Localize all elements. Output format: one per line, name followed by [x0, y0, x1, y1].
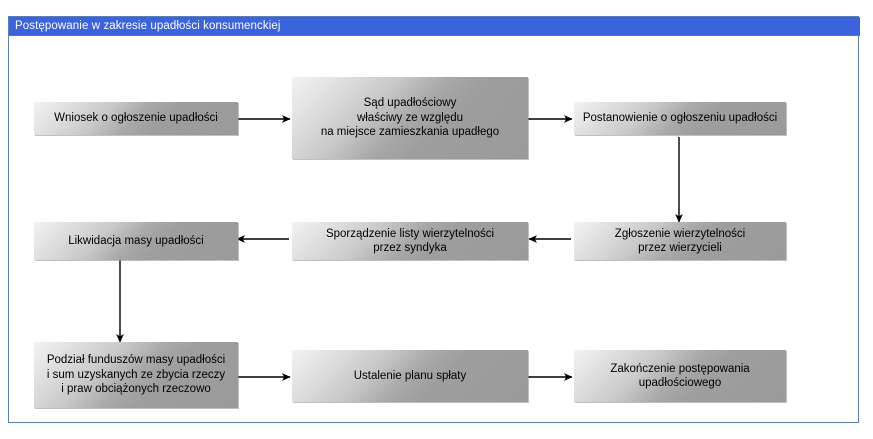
node-zgloszenie-label: Zgłoszenie wierzytelności przez wierzyci…: [614, 227, 746, 255]
window-title: Postępowanie w zakresie upadłości konsum…: [15, 19, 281, 32]
node-podzial-label: Podział funduszów masy upadłości i sum u…: [46, 354, 226, 396]
node-podzial[interactable]: Podział funduszów masy upadłości i sum u…: [34, 342, 238, 408]
diagram-window: Postępowanie w zakresie upadłości konsum…: [8, 16, 860, 423]
node-likwidacja[interactable]: Likwidacja masy upadłości: [34, 222, 238, 260]
node-wniosek[interactable]: Wniosek o ogłoszenie upadłości: [34, 102, 238, 135]
node-wniosek-label: Wniosek o ogłoszenie upadłości: [54, 112, 218, 125]
diagram-canvas: Wniosek o ogłoszenie upadłości Sąd upadł…: [9, 36, 858, 422]
node-likwidacja-label: Likwidacja masy upadłości: [68, 234, 204, 247]
node-sad-label: Sąd upadłościowy właściwy ze względu na …: [320, 97, 500, 139]
node-sad[interactable]: Sąd upadłościowy właściwy ze względu na …: [292, 77, 528, 159]
node-sporzadzenie-label: Sporządzenie listy wierzytelności przez …: [325, 227, 495, 255]
node-zakonczenie-label: Zakończenie postępowania upadłościowego: [610, 362, 750, 390]
window-titlebar: Postępowanie w zakresie upadłości konsum…: [9, 17, 860, 36]
node-ustalenie-label: Ustalenie planu spłaty: [353, 369, 467, 382]
node-postanowienie-label: Postanowienie o ogłoszeniu upadłości: [582, 112, 778, 125]
node-ustalenie[interactable]: Ustalenie planu spłaty: [292, 350, 528, 402]
node-zgloszenie[interactable]: Zgłoszenie wierzytelności przez wierzyci…: [574, 222, 786, 260]
node-sporzadzenie[interactable]: Sporządzenie listy wierzytelności przez …: [292, 222, 528, 260]
node-zakonczenie[interactable]: Zakończenie postępowania upadłościowego: [574, 350, 786, 402]
node-postanowienie[interactable]: Postanowienie o ogłoszeniu upadłości: [574, 102, 786, 135]
